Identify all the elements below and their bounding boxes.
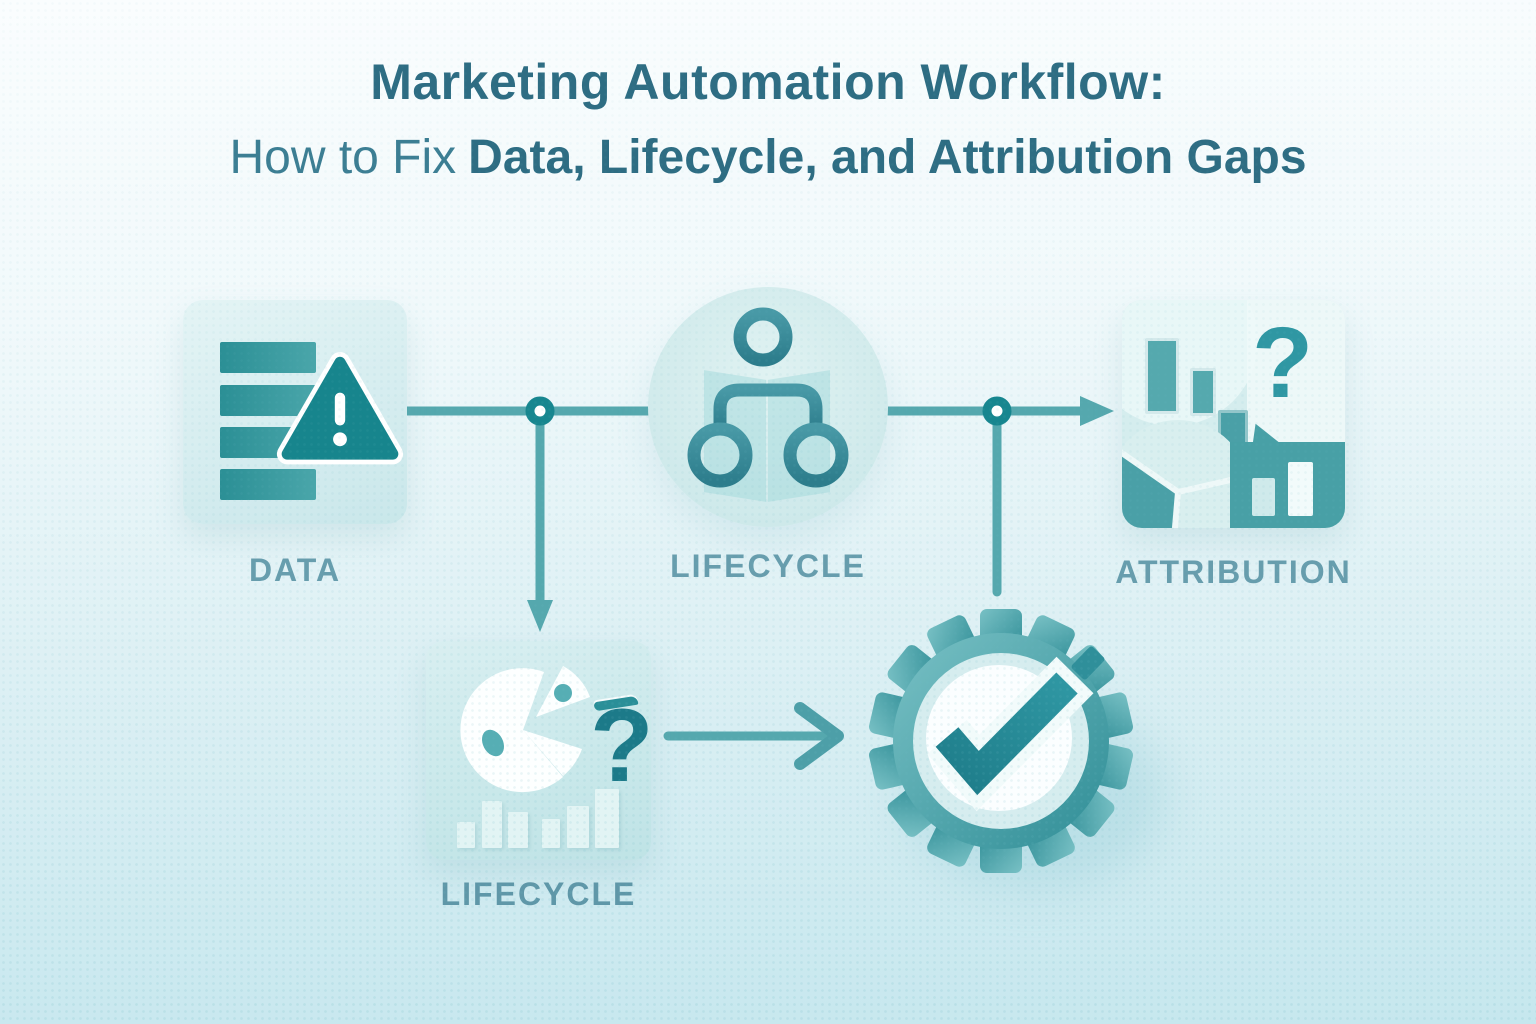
gear-svg [869, 609, 1133, 873]
arrowhead-chevron-icon [794, 702, 844, 770]
mini-bar-icon [1252, 478, 1275, 516]
attribution-node-card: ? [1122, 300, 1345, 528]
lifecycle-bottom-label: LIFECYCLE [440, 876, 637, 912]
mini-bar-icon [595, 789, 619, 848]
attribution-panel-bg [1247, 300, 1345, 452]
data-row-bar [220, 469, 316, 500]
question-mark-icon: ? [1252, 307, 1314, 419]
data-row-bar [220, 342, 316, 373]
question-mark-icon: ? [590, 688, 654, 804]
mini-bar-icon [508, 812, 528, 848]
mini-bar-icon [542, 819, 560, 848]
mini-bar-icon [1288, 462, 1313, 516]
data-node-card [183, 300, 407, 524]
page-title: Marketing Automation Workflow: How to Fi… [0, 55, 1536, 185]
title-line2-light: How to Fix [229, 131, 457, 184]
bar-chart-icon [1190, 368, 1216, 416]
attribution-block-shape [1230, 442, 1345, 528]
data-row-bar [220, 385, 316, 416]
junction-node-1 [525, 396, 555, 426]
gear-checkmark-icon [851, 591, 1151, 891]
exploded-pie-chart-icon [460, 666, 590, 793]
warning-triangle-icon [276, 352, 404, 465]
mini-bar-icon [567, 806, 589, 848]
attribution-label: ATTRIBUTION [1115, 554, 1352, 590]
data-label: DATA [248, 552, 342, 588]
checkmark-tip-fragment [1071, 646, 1105, 680]
checkmark-icon [935, 672, 1078, 796]
org-chart-icon [687, 307, 849, 488]
arrowhead-down-icon [527, 600, 553, 632]
lifecycle-top-label: LIFECYCLE [670, 548, 866, 584]
bar-chart-icon [1145, 338, 1179, 414]
lifecycle-bottom-node-card: ? [426, 641, 654, 860]
mini-bar-icon [482, 801, 502, 848]
arrowhead-right-icon [1080, 396, 1114, 426]
title-line2-bold: Data, Lifecycle, and Attribution Gaps [468, 131, 1307, 184]
lifecycle-node-circle [648, 287, 888, 527]
mini-bar-icon [457, 822, 475, 848]
title-line1: Marketing Automation Workflow: [370, 54, 1166, 110]
junction-node-2 [982, 396, 1012, 426]
